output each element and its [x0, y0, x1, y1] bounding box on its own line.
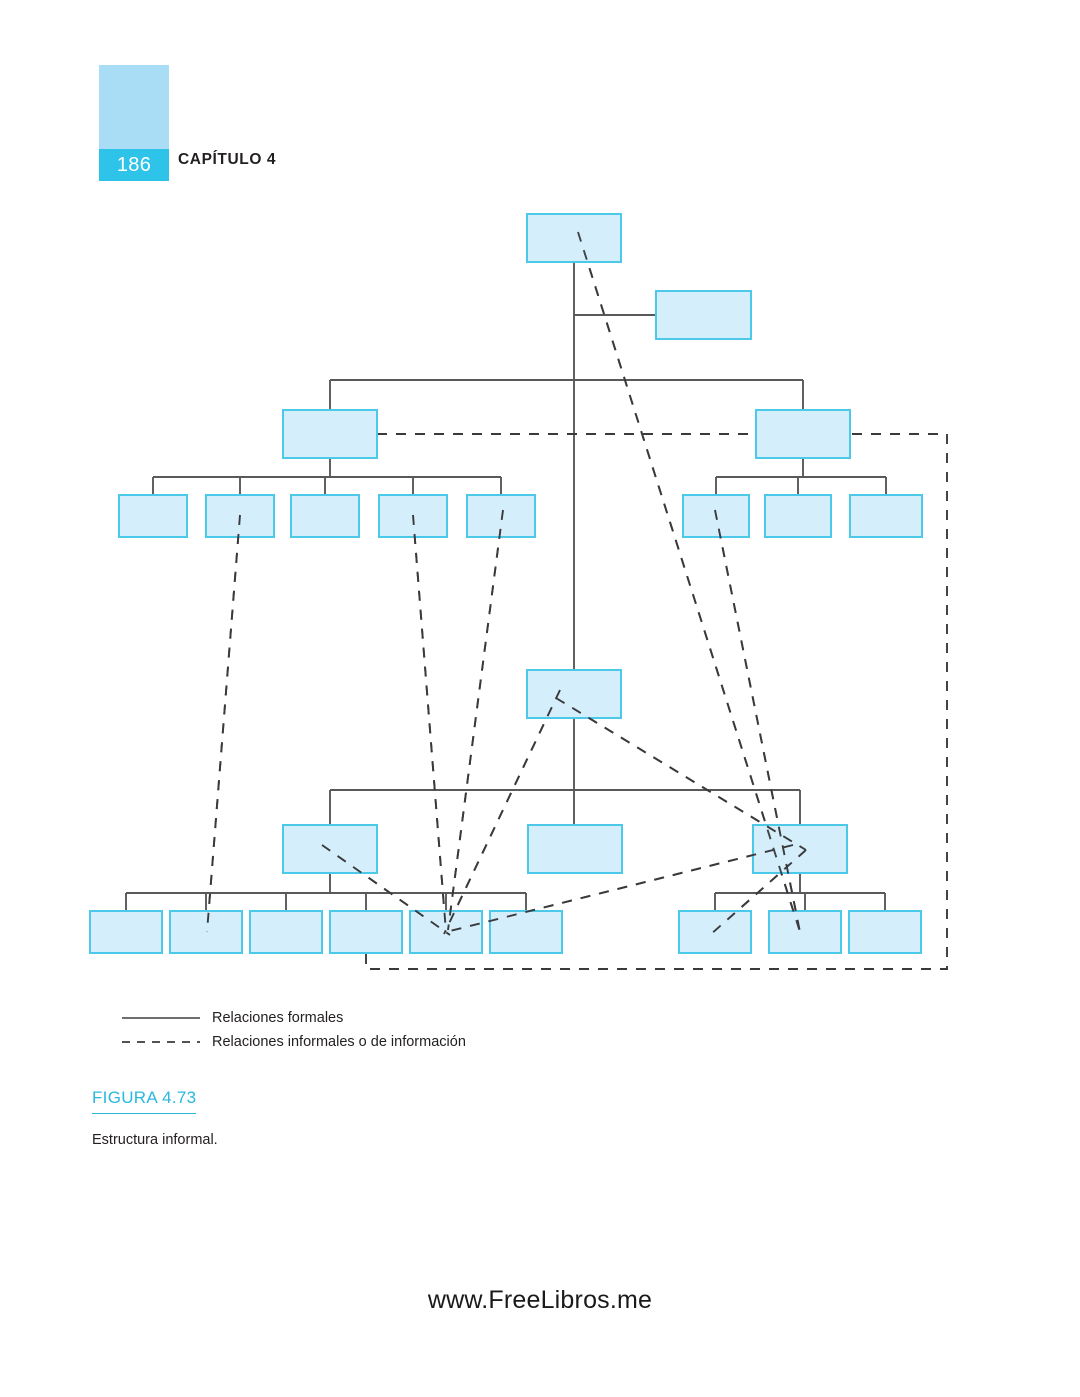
page-tab-lower-band: [99, 149, 169, 181]
informal-overlay-n10-n24: [714, 509, 801, 933]
node-box-n12[interactable]: [849, 494, 923, 538]
dashed-line-icon: [120, 1036, 202, 1048]
informal-overlay-n16-n21: [445, 844, 794, 933]
figure-number: FIGURA 4.73: [92, 1088, 197, 1114]
organizational-chart-figure: [0, 190, 1080, 1000]
page-tab-upper-band: [99, 65, 169, 149]
figure-caption: Estructura informal.: [92, 1132, 218, 1148]
node-box-n15[interactable]: [527, 824, 623, 874]
informal-overlay-n9-n21: [447, 509, 504, 931]
informal-overlay-n16-n23: [709, 849, 807, 936]
node-box-n18[interactable]: [169, 910, 243, 954]
chapter-label: CAPÍTULO 4: [178, 151, 277, 168]
org-chart-svg: [89, 213, 948, 970]
formal-connectors: [125, 262, 887, 911]
node-box-n1[interactable]: [526, 213, 622, 263]
node-box-n23[interactable]: [678, 910, 752, 954]
informal-overlay-n13-n21: [443, 689, 561, 935]
node-box-n24[interactable]: [768, 910, 842, 954]
node-box-n19[interactable]: [249, 910, 323, 954]
node-box-n17[interactable]: [89, 910, 163, 954]
node-box-n20[interactable]: [329, 910, 403, 954]
legend-row-formal: Relaciones formales: [120, 1006, 720, 1030]
informal-overlay-n6-n18: [206, 514, 241, 933]
informal-overlay-n14-n21: [321, 844, 451, 936]
page-header: 186 CAPÍTULO 4: [0, 0, 1080, 200]
node-box-n6[interactable]: [205, 494, 275, 538]
node-box-n25[interactable]: [848, 910, 922, 954]
legend-label-formal: Relaciones formales: [212, 1010, 344, 1026]
node-box-n16[interactable]: [752, 824, 848, 874]
solid-line-icon: [120, 1012, 202, 1024]
node-box-n3[interactable]: [282, 409, 378, 459]
node-box-n4[interactable]: [755, 409, 851, 459]
figure-block: FIGURA 4.73 Estructura informal.: [92, 1088, 218, 1148]
node-box-n11[interactable]: [764, 494, 832, 538]
page-number: 186: [116, 154, 152, 176]
informal-overlay-n8-n21: [412, 514, 447, 933]
informal-overlay-root: [577, 231, 801, 933]
node-box-n22[interactable]: [489, 910, 563, 954]
informal-connectors-overlay: [206, 231, 807, 936]
node-box-n13[interactable]: [526, 669, 622, 719]
legend-label-informal: Relaciones informales o de información: [212, 1034, 466, 1050]
site-footer: www.FreeLibros.me: [427, 1286, 653, 1314]
legend-row-informal: Relaciones informales o de información: [120, 1030, 720, 1054]
legend: Relaciones formales Relaciones informale…: [120, 1006, 720, 1054]
node-box-n2-staff[interactable]: [655, 290, 752, 340]
node-box-n7[interactable]: [290, 494, 360, 538]
node-box-n5[interactable]: [118, 494, 188, 538]
node-box-n14[interactable]: [282, 824, 378, 874]
